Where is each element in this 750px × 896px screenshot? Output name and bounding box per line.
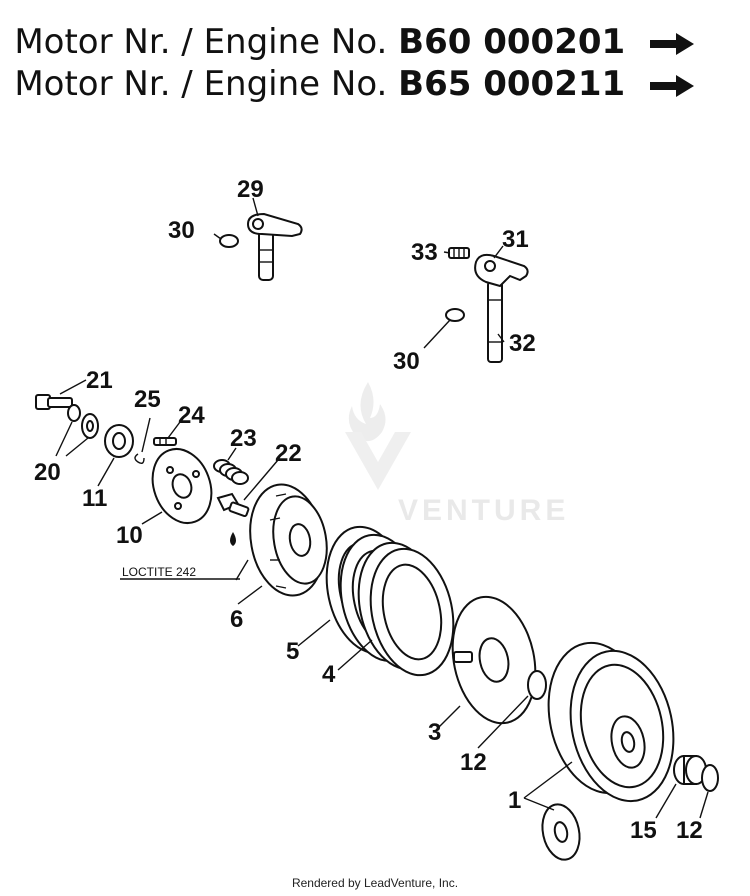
label-12b: 12: [676, 817, 703, 844]
label-3: 3: [428, 719, 441, 746]
label-24: 24: [178, 402, 205, 429]
part-3-clutch-plate: [451, 595, 537, 725]
label-5: 5: [286, 638, 299, 665]
part-10-pressure-plate: [151, 448, 213, 524]
label-30b: 30: [393, 348, 420, 375]
part-1-primary-gear: [541, 803, 581, 861]
part-1-clutch-basket: [547, 641, 675, 803]
label-15: 15: [630, 817, 657, 844]
label-20: 20: [34, 459, 61, 486]
label-4: 4: [322, 661, 336, 688]
engine-prefix-1: Motor Nr. / Engine No.: [14, 22, 388, 62]
loctite-drop-icon: [230, 532, 236, 546]
label-30a: 30: [168, 217, 195, 244]
engine-number-line-2: Motor Nr. / Engine No. B65 000211: [14, 64, 694, 104]
engine-code-2: B65 000211: [398, 64, 626, 104]
leader-lines: [55, 197, 709, 819]
engine-code-1: B60 000201: [398, 22, 626, 62]
part-24-pin: [153, 437, 177, 446]
label-1: 1: [508, 787, 521, 814]
label-32: 32: [509, 330, 536, 357]
part-12-washer-a: [527, 670, 547, 700]
part-12-washer-b: [701, 764, 719, 792]
part-30-washer-lower: [445, 308, 465, 322]
part-20-washer-a: [67, 404, 81, 422]
label-10: 10: [116, 522, 143, 549]
part-21-bolt: [35, 394, 73, 410]
label-29: 29: [237, 176, 264, 203]
engine-prefix-2: Motor Nr. / Engine No.: [14, 64, 388, 104]
engine-number-line-1: Motor Nr. / Engine No. B60 000201: [14, 22, 694, 62]
footer-credit: Rendered by LeadVenture, Inc.: [291, 876, 459, 890]
part-33-screw: [448, 247, 470, 259]
label-31: 31: [502, 226, 529, 253]
label-12a: 12: [460, 749, 487, 776]
label-25: 25: [134, 386, 161, 413]
watermark-text: VENTURE: [398, 494, 569, 527]
part-23-spring: [213, 459, 249, 485]
part-15-bushing: [673, 755, 707, 785]
part-11-pressure-cap: [104, 424, 134, 458]
part-20-washer-b: [81, 413, 99, 439]
part-30-washer-upper: [219, 234, 239, 248]
loctite-note: LOCTITE 242: [122, 565, 196, 579]
arrow-right-icon: [650, 74, 694, 97]
part-22-bolt: [216, 492, 250, 518]
label-23: 23: [230, 425, 257, 452]
label-11: 11: [82, 485, 107, 512]
watermark-logo: VENTURE: [345, 382, 569, 527]
part-25-circlip: [134, 453, 145, 465]
part-31-32-shaft: [474, 253, 529, 363]
label-22: 22: [275, 440, 302, 467]
part-29-shift-shaft: [246, 212, 303, 281]
label-21: 21: [86, 367, 113, 394]
part-4-steel-plates: [357, 541, 455, 677]
arrow-right-icon: [650, 32, 694, 55]
label-33: 33: [411, 239, 438, 266]
part-6-inner-clutch-hub: [249, 483, 328, 597]
label-6: 6: [230, 606, 243, 633]
